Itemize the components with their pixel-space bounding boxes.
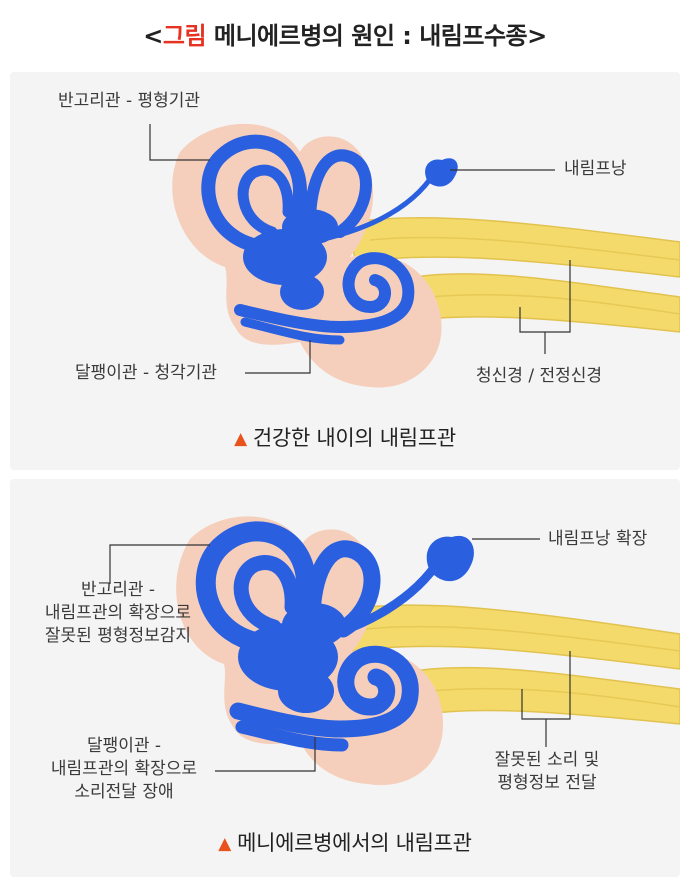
- label-endolymphatic-sac: 내림프낭: [564, 159, 627, 179]
- caption-marker-icon: ▲: [218, 834, 232, 854]
- label-line: 반고리관 -: [80, 580, 156, 600]
- label-line: 달팽이관 -: [86, 736, 162, 756]
- label-semicircular-canals-dilated: 반고리관 - 내림프관의 확장으로 잘못된 평형정보감지: [28, 579, 208, 648]
- menieres-caption-text: 메니에르병에서의 내림프관: [237, 831, 472, 855]
- label-nerves: 청신경 / 전정신경: [476, 366, 603, 386]
- nerve-bundle: [349, 217, 680, 333]
- menieres-inner-ear-illustration: [109, 516, 680, 786]
- page-title: <그림 메니에르병의 원인 : 내림프수종>: [0, 16, 690, 51]
- endolymphatic-sac-dilated: [426, 535, 474, 582]
- label-line: 평형정보 전달: [497, 773, 597, 793]
- label-line: 내림프관의 확장으로: [44, 603, 192, 623]
- healthy-caption: ▲건강한 내이의 내림프관: [10, 422, 680, 452]
- nerve-bundle: [344, 604, 680, 725]
- label-line: 내림프관의 확장으로: [50, 759, 198, 779]
- title-open-bracket: <: [143, 22, 163, 50]
- leader-lines: [109, 538, 571, 772]
- menieres-ear-panel: 반고리관 - 내림프관의 확장으로 잘못된 평형정보감지 내림프낭 확장 달팽이…: [10, 479, 680, 877]
- caption-marker-icon: ▲: [234, 429, 247, 449]
- endolymphatic-duct: [309, 170, 438, 245]
- healthy-caption-text: 건강한 내이의 내림프관: [252, 426, 456, 450]
- endolymphatic-duct-dilated: [313, 556, 444, 644]
- title-close-bracket: >: [527, 22, 547, 50]
- label-line: 잘못된 소리 및: [494, 750, 600, 770]
- menieres-caption: ▲메니에르병에서의 내림프관: [10, 827, 680, 857]
- cochlea-dilated: [229, 645, 419, 752]
- label-semicircular-canals: 반고리관 - 평형기관: [58, 91, 201, 111]
- title-text: 메니에르병의 원인 : 내림프수종: [206, 22, 528, 50]
- label-cochlea: 달팽이관 - 청각기관: [75, 363, 218, 383]
- leader-lines: [149, 124, 571, 374]
- cochlea: [234, 252, 415, 345]
- label-cochlea-dilated: 달팽이관 - 내림프관의 확장으로 소리전달 장애: [24, 735, 224, 804]
- label-line: 소리전달 장애: [74, 782, 174, 802]
- label-line: 잘못된 평형정보감지: [44, 626, 192, 646]
- healthy-ear-panel: 반고리관 - 평형기관 내림프낭 달팽이관 - 청각기관 청신경 / 전정신경 …: [10, 72, 680, 470]
- healthy-inner-ear-illustration: [149, 123, 680, 388]
- label-nerves-faulty: 잘못된 소리 및 평형정보 전달: [472, 749, 622, 795]
- title-accent: 그림: [162, 22, 207, 50]
- endolymphatic-sac: [425, 158, 458, 187]
- label-endolymphatic-sac-dilated: 내림프낭 확장: [548, 529, 648, 549]
